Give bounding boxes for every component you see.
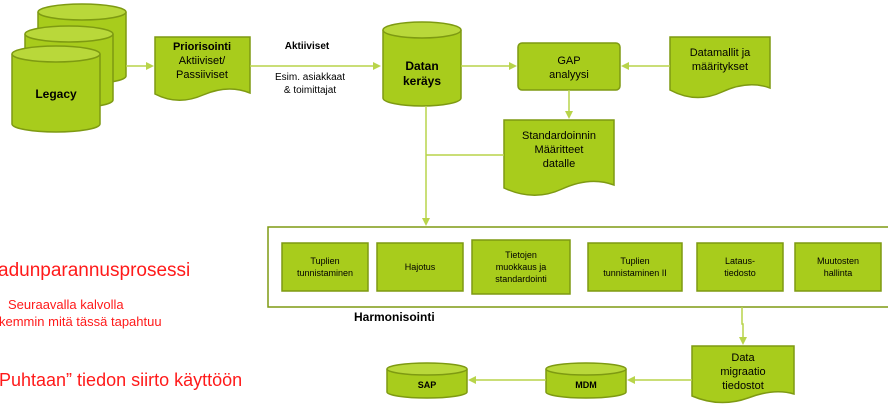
harmonisointi-step-label: Tuplien xyxy=(310,256,339,266)
active-entities-label: Aktiiviset Esim. asiakkaat & toimittajat xyxy=(275,41,345,96)
harmonisointi-step-label: Tuplien xyxy=(620,256,649,266)
migraatio-line3: tiedostot xyxy=(722,380,764,392)
arrow-harmonisointi-to-migraatio xyxy=(739,307,747,345)
arrow-label-line1: Esim. asiakkaat xyxy=(275,72,345,83)
harmonisointi-step-label: Muutosten xyxy=(817,256,859,266)
harmonisointi-step-label: Hajotus xyxy=(405,262,436,272)
priorisointi-line2: Passiiviset xyxy=(176,69,228,81)
harmonisointi-step-label: tiedosto xyxy=(724,268,756,278)
datamallit-line2: määritykset xyxy=(692,61,748,73)
harmonisointi-step-label: Tietojen xyxy=(505,250,537,260)
gap-analyysi-box: GAP analyysi xyxy=(517,42,621,91)
harmonisointi-step-box xyxy=(376,242,464,292)
harmonisointi-step-label: tunnistaminen II xyxy=(603,268,667,278)
legacy-label: Legacy xyxy=(35,87,77,101)
note-process-title: adunparannusprosessi xyxy=(0,260,191,281)
data-migraatio-document: Data migraatio tiedostot xyxy=(691,345,795,404)
gap-line2: analyysi xyxy=(549,69,589,81)
datan-keruu-database: Datan keräys xyxy=(382,21,462,107)
standardoinnin-line3: datalle xyxy=(543,158,575,170)
migraatio-line2: migraatio xyxy=(720,366,765,378)
standardoinnin-line1: Standardoinnin xyxy=(522,130,596,142)
harmonisointi-step-box xyxy=(794,242,882,292)
harmonisointi-label: Harmonisointi xyxy=(354,310,435,324)
note-next-slide: Seuraavalla kalvolla xyxy=(8,297,124,312)
harmonisointi-step: Tietojen muokkaus ja standardointi xyxy=(471,239,571,295)
harmonisointi-step-label: tunnistaminen xyxy=(297,268,353,278)
harmonisointi-step-label: hallinta xyxy=(824,268,853,278)
harmonisointi-step-box xyxy=(281,242,369,292)
datan-keruu-line2: keräys xyxy=(403,74,441,88)
datan-keruu-line1: Datan xyxy=(405,59,438,73)
harmonisointi-step-box xyxy=(587,242,683,292)
harmonisointi-step-label: standardointi xyxy=(495,274,547,284)
datamallit-document: Datamallit ja määritykset xyxy=(669,36,771,99)
sap-database: SAP xyxy=(386,362,468,399)
legacy-cylinder-front xyxy=(11,45,101,133)
priorisointi-line1: Aktiiviset/ xyxy=(179,55,226,67)
priorisointi-document: Priorisointi Aktiiviset/ Passiiviset xyxy=(154,36,251,101)
arrow-label-line2: & toimittajat xyxy=(284,85,336,96)
migraatio-line1: Data xyxy=(731,352,755,364)
mdm-label: MDM xyxy=(575,380,597,390)
note-details: kemmin mitä tässä tapahtuu xyxy=(0,314,162,329)
note-deployment: Puhtaan” tiedon siirto käyttöön xyxy=(0,370,243,390)
mdm-database: MDM xyxy=(545,362,627,399)
harmonisointi-step-box xyxy=(471,239,571,295)
priorisointi-title: Priorisointi xyxy=(173,41,231,53)
harmonisointi-step-box xyxy=(696,242,784,292)
sap-label: SAP xyxy=(418,380,437,390)
arrow-label-title: Aktiiviset xyxy=(285,41,330,52)
legacy-database: Legacy xyxy=(11,3,127,133)
gap-line1: GAP xyxy=(557,55,580,67)
standardoinnin-maaritteet-document: Standardoinnin Määritteet datalle xyxy=(503,119,615,196)
harmonisointi-step: Hajotus xyxy=(376,242,464,292)
harmonisointi-step-label: muokkaus ja xyxy=(496,262,547,272)
harmonisointi-steps: Tuplien tunnistaminen Hajotus Tietojen muokk… xyxy=(281,239,882,295)
connector-arrows xyxy=(126,62,747,384)
standardoinnin-line2: Määritteet xyxy=(535,144,584,156)
harmonisointi-step: Tuplien tunnistaminen xyxy=(281,242,369,292)
harmonisointi-step: Lataus-tiedosto xyxy=(696,242,784,292)
harmonisointi-step: Tuplien tunnistaminen II xyxy=(587,242,683,292)
harmonisointi-step-label: Lataus- xyxy=(725,256,755,266)
harmonisointi-step: Muutosten hallinta xyxy=(794,242,882,292)
datamallit-line1: Datamallit ja xyxy=(690,47,751,59)
